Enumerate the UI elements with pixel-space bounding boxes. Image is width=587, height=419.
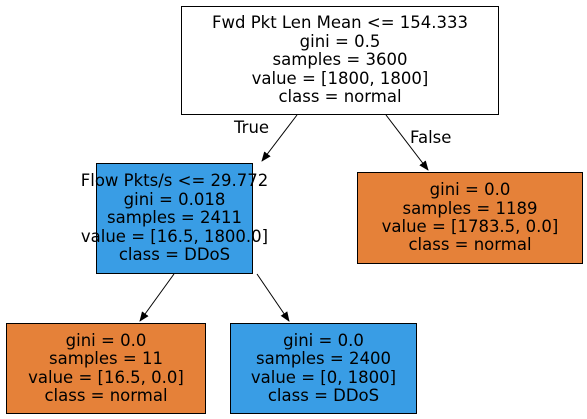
tree-node-left: Flow Pkts/s <= 29.772 gini = 0.018 sampl… <box>81 163 268 274</box>
node-samples: samples = 2400 <box>256 349 391 369</box>
edge-label-true: True <box>234 118 270 137</box>
edge-root-to-left <box>261 114 298 162</box>
node-gini: gini = 0.0 <box>65 330 147 350</box>
node-value: value = [1800, 1800] <box>251 68 429 88</box>
edge-left-to-left-left <box>139 273 175 322</box>
node-samples: samples = 11 <box>49 349 163 369</box>
node-split-condition: Fwd Pkt Len Mean <= 154.333 <box>211 13 468 33</box>
edge-left-to-left-right <box>256 273 290 322</box>
node-class: class = normal <box>278 87 402 107</box>
node-gini: gini = 0.018 <box>123 189 226 209</box>
tree-node-left-left: gini = 0.0 samples = 11 value = [16.5, 0… <box>6 323 206 414</box>
tree-node-left-right: gini = 0.0 samples = 2400 value = [0, 18… <box>230 323 417 414</box>
node-samples: samples = 3600 <box>272 50 408 70</box>
node-gini: gini = 0.0 <box>429 180 511 200</box>
node-gini: gini = 0.5 <box>299 31 381 51</box>
node-value: value = [0, 1800] <box>250 367 397 387</box>
edge-root-to-right <box>385 114 429 171</box>
node-class: class = DDoS <box>267 385 380 405</box>
tree-node-right: gini = 0.0 samples = 1189 value = [1783.… <box>357 172 583 264</box>
edge-label-false: False <box>410 128 452 147</box>
node-class: class = normal <box>408 235 532 255</box>
node-gini: gini = 0.0 <box>283 330 364 350</box>
node-class: class = DDoS <box>118 245 231 265</box>
node-value: value = [16.5, 0.0] <box>28 367 184 387</box>
node-samples: samples = 1189 <box>402 198 538 218</box>
tree-node-root: Fwd Pkt Len Mean <= 154.333 gini = 0.5 s… <box>181 6 499 115</box>
node-value: value = [16.5, 1800.0] <box>80 226 269 246</box>
node-samples: samples = 2411 <box>107 208 242 228</box>
node-class: class = normal <box>44 385 168 405</box>
node-value: value = [1783.5, 0.0] <box>381 217 559 236</box>
node-split-condition: Flow Pkts/s <= 29.772 <box>80 171 269 191</box>
